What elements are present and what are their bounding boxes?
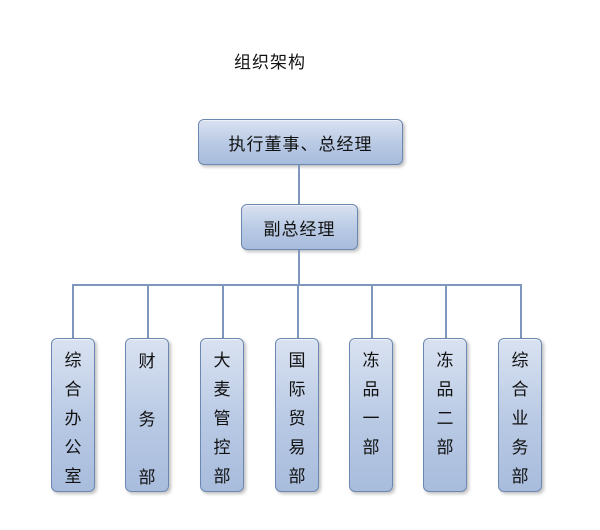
node-ceo-label: 执行董事、总经理 bbox=[228, 134, 373, 155]
connector-drop-6 bbox=[445, 284, 447, 338]
connector-drop-4 bbox=[297, 284, 299, 338]
connector-drop-5 bbox=[371, 284, 373, 338]
node-dept-2-label: 财务部 bbox=[138, 352, 156, 488]
connector-vp-bus bbox=[298, 250, 300, 285]
node-dept-1-label: 综合办公室 bbox=[64, 351, 82, 487]
node-dept-7-label: 综合业务部 bbox=[511, 351, 529, 487]
node-dept-3-label: 大麦管控部 bbox=[213, 351, 231, 487]
node-dept-5-label: 冻品一部 bbox=[362, 351, 380, 458]
node-dept-6-label: 冻品二部 bbox=[436, 351, 454, 458]
chart-title: 组织架构 bbox=[234, 53, 306, 73]
node-dept-3: 大麦管控部 bbox=[200, 338, 244, 492]
connector-drop-3 bbox=[222, 284, 224, 338]
connector-drop-2 bbox=[147, 284, 149, 338]
node-dept-2: 财务部 bbox=[125, 338, 169, 492]
connector-drop-7 bbox=[520, 284, 522, 338]
node-dept-5: 冻品一部 bbox=[349, 338, 393, 492]
connector-ceo-vp bbox=[298, 165, 300, 204]
connector-drop-1 bbox=[72, 284, 74, 338]
node-ceo: 执行董事、总经理 bbox=[198, 119, 403, 165]
node-dept-7: 综合业务部 bbox=[498, 338, 542, 492]
node-vp: 副总经理 bbox=[241, 204, 358, 250]
node-dept-4-label: 国际贸易部 bbox=[288, 351, 306, 487]
node-vp-label: 副总经理 bbox=[263, 219, 336, 240]
node-dept-4: 国际贸易部 bbox=[275, 338, 319, 492]
node-dept-1: 综合办公室 bbox=[51, 338, 95, 492]
node-dept-6: 冻品二部 bbox=[423, 338, 467, 492]
